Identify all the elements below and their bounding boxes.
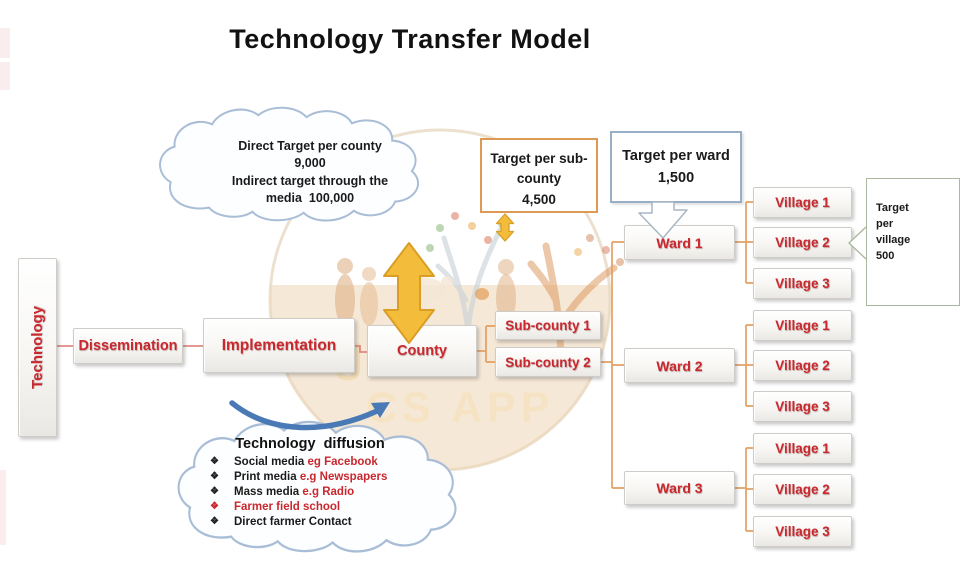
technology-box: Technology xyxy=(18,258,57,437)
diffusion-arrowhead-icon xyxy=(371,402,390,418)
village-label: Village 2 xyxy=(775,235,830,250)
target-cloud-shape xyxy=(159,106,419,222)
diffusion-bullet-item: ❖ Mass media e.g Radio xyxy=(210,486,490,498)
diamond-bullet-icon: ❖ xyxy=(210,501,219,512)
tree-leaves-icon xyxy=(426,212,506,252)
bullet-text: Farmer field school xyxy=(234,501,341,513)
callout-line: village xyxy=(876,233,911,246)
cloud-line: Direct Target per county xyxy=(238,139,382,153)
callout-line: 4,500 xyxy=(522,191,556,207)
callout-line: Target xyxy=(876,202,909,214)
village-box: Village 2 xyxy=(753,350,852,381)
village-label: Village 1 xyxy=(775,441,830,456)
down-callout-arrow-icon xyxy=(638,201,688,239)
orange-tree-leaves-icon xyxy=(574,234,624,266)
village-label: Village 3 xyxy=(775,524,830,539)
county-box: County xyxy=(367,325,477,377)
village-box: Village 1 xyxy=(753,310,852,341)
subcounty-1-label: Sub-county 1 xyxy=(505,318,591,333)
small-updown-arrow-icon xyxy=(495,213,515,242)
bullet-text: Direct farmer Contact xyxy=(234,516,352,528)
village-box: Village 1 xyxy=(753,433,852,464)
dissemination-box: Dissemination xyxy=(73,328,183,364)
ward-2-box: Ward 2 xyxy=(624,348,735,383)
bullet-text: Print media e.g Newspapers xyxy=(234,471,388,483)
cloud-line: 9,000 xyxy=(294,156,326,171)
callout-line: Target per sub- xyxy=(490,151,588,166)
village-box: Village 3 xyxy=(753,391,852,422)
callout-line: county xyxy=(516,171,562,187)
village-label: Village 2 xyxy=(775,482,830,497)
village-box: Village 3 xyxy=(753,516,852,547)
village-label: Village 3 xyxy=(775,276,830,291)
diamond-bullet-icon: ❖ xyxy=(210,516,219,527)
callout-line: 500 xyxy=(876,249,895,262)
ward-2-label: Ward 2 xyxy=(656,357,703,374)
ward-1-box: Ward 1 xyxy=(624,225,735,260)
ward-1-label: Ward 1 xyxy=(656,234,703,251)
edge-artifact xyxy=(0,62,10,90)
callout-line: Target per ward xyxy=(622,148,730,164)
callout-line: per xyxy=(876,217,894,230)
cloud-line: media 100,000 xyxy=(265,190,355,205)
subcounty-1-box: Sub-county 1 xyxy=(495,311,601,340)
edge-artifact xyxy=(0,28,10,58)
village-label: Village 2 xyxy=(775,358,830,373)
diffusion-arrow-curve xyxy=(229,400,380,431)
subcounty-2-label: Sub-county 2 xyxy=(505,354,591,370)
bullet-text: Social media eg Facebook xyxy=(234,456,378,468)
diamond-bullet-icon: ❖ xyxy=(210,486,219,497)
diffusion-cloud-shape xyxy=(177,420,457,553)
page-title: Technology Transfer Model xyxy=(229,24,591,54)
village-label: Village 1 xyxy=(775,318,830,333)
diffusion-bullet-item: ❖ Print media e.g Newspapers xyxy=(210,471,490,483)
target-per-ward-callout: Target per ward 1,500 xyxy=(610,131,742,203)
target-per-village-callout: Target per village 500 xyxy=(866,178,960,306)
diamond-bullet-icon: ❖ xyxy=(210,471,219,482)
people-livestock-silhouettes xyxy=(335,258,516,326)
village-label: Village 3 xyxy=(775,399,830,414)
village-box: Village 2 xyxy=(753,474,852,505)
diamond-bullet-icon: ❖ xyxy=(210,456,219,467)
diffusion-cloud-title: Technology diffusion xyxy=(235,436,385,452)
ward-3-box: Ward 3 xyxy=(624,471,735,505)
bullet-text: Mass media e.g Radio xyxy=(234,486,355,498)
callout-line: 1,500 xyxy=(657,170,695,187)
diffusion-bullet-item: ❖ Farmer field school xyxy=(210,501,490,513)
cloud-line: Indirect target through the xyxy=(231,173,389,188)
diffusion-bullet-item: ❖ Direct farmer Contact xyxy=(210,516,490,528)
updown-arrow-icon xyxy=(383,242,435,344)
implementation-label: Implementation xyxy=(221,336,337,354)
village-label: Village 1 xyxy=(775,195,830,210)
left-callout-pointer-icon xyxy=(848,226,867,260)
edge-artifact xyxy=(0,470,6,545)
left-chain-connectors xyxy=(57,345,367,353)
hierarchy-connectors xyxy=(477,201,753,532)
village-box: Village 1 xyxy=(753,187,852,218)
diffusion-bullet-item: ❖ Social media eg Facebook xyxy=(210,456,490,468)
dissemination-label: Dissemination xyxy=(78,338,178,354)
implementation-box: Implementation xyxy=(203,318,355,373)
county-label: County xyxy=(397,343,447,359)
watermark-text: CS APP xyxy=(366,384,555,432)
village-box: Village 2 xyxy=(753,227,852,258)
ward-3-label: Ward 3 xyxy=(656,480,703,496)
subcounty-2-box: Sub-county 2 xyxy=(495,347,601,377)
target-cloud-text: Direct Target per county 9,000 Indirect … xyxy=(180,138,440,207)
target-per-subcounty-callout: Target per sub- county 4,500 xyxy=(480,138,598,213)
village-box: Village 3 xyxy=(753,268,852,299)
